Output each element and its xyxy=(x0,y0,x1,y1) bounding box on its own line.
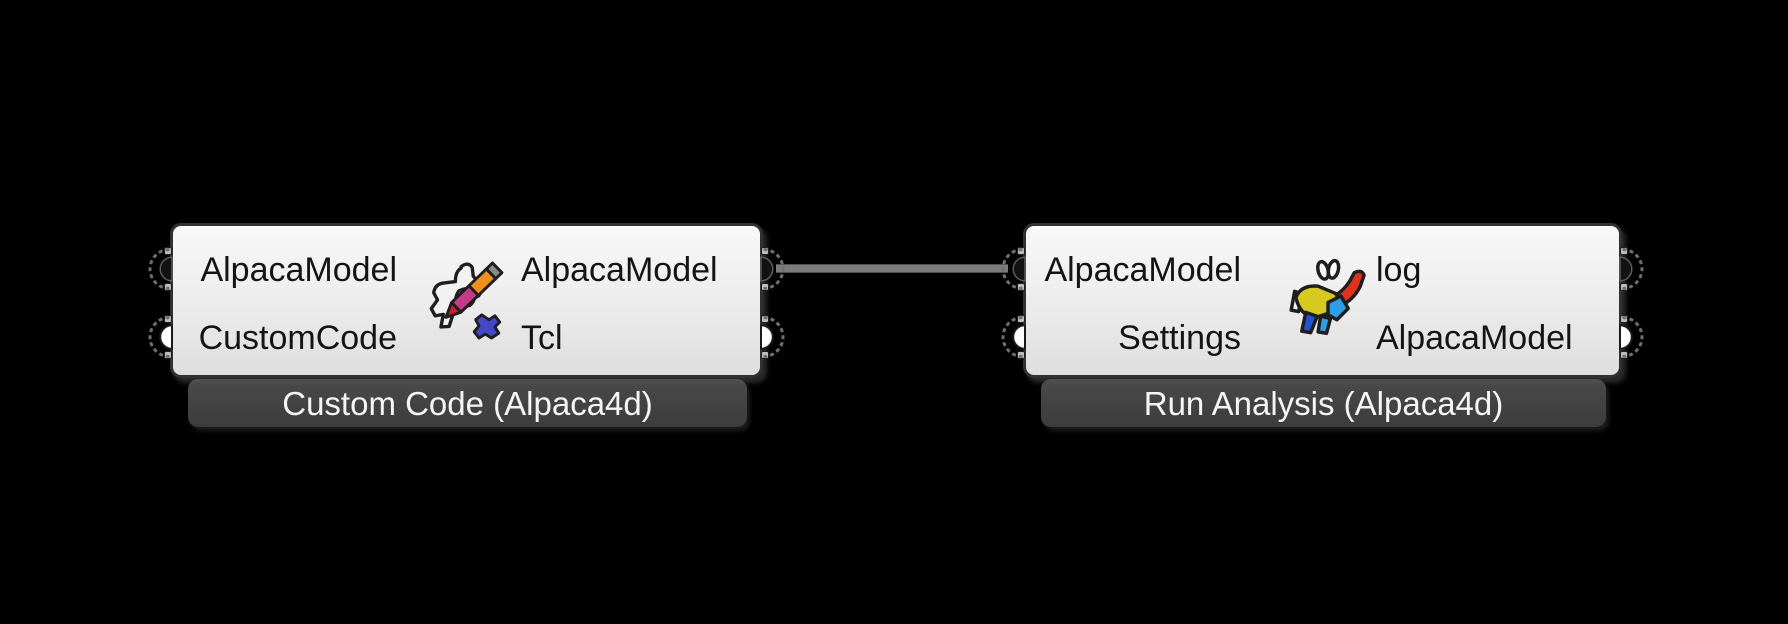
component-custom-code[interactable]: Custom Code (Alpaca4d) AlpacaModel Custo… xyxy=(148,223,785,427)
input-port-alpacamodel[interactable] xyxy=(999,246,1026,292)
input-param-settings[interactable]: Settings xyxy=(1118,319,1241,357)
component-nickname-banner[interactable]: Run Analysis (Alpaca4d) xyxy=(1041,379,1606,427)
input-param-alpacamodel[interactable]: AlpacaModel xyxy=(1044,251,1241,289)
input-port-alpacamodel[interactable] xyxy=(146,246,173,292)
input-param-customcode[interactable]: CustomCode xyxy=(198,319,397,357)
input-port-customcode[interactable] xyxy=(146,314,173,360)
component-body[interactable]: AlpacaModel Settings log xyxy=(1023,223,1622,378)
component-nickname-banner[interactable]: Custom Code (Alpaca4d) xyxy=(188,379,747,427)
output-param-alpacamodel[interactable]: AlpacaModel xyxy=(521,251,718,289)
component-run-analysis[interactable]: Run Analysis (Alpaca4d) AlpacaModel Sett… xyxy=(1001,223,1644,427)
output-port-log[interactable] xyxy=(1619,246,1646,292)
run-analysis-icon xyxy=(1285,258,1371,347)
output-port-tcl[interactable] xyxy=(760,314,787,360)
output-param-alpacamodel[interactable]: AlpacaModel xyxy=(1376,319,1573,357)
output-port-alpacamodel[interactable] xyxy=(1619,314,1646,360)
component-body[interactable]: AlpacaModel CustomCode xyxy=(170,223,763,378)
output-port-alpacamodel[interactable] xyxy=(760,246,787,292)
input-param-alpacamodel[interactable]: AlpacaModel xyxy=(200,251,397,289)
input-port-settings[interactable] xyxy=(999,314,1026,360)
custom-code-icon xyxy=(425,259,507,354)
output-param-tcl[interactable]: Tcl xyxy=(521,319,563,357)
wire-alpacamodel-connection[interactable] xyxy=(776,265,1008,272)
output-param-log[interactable]: log xyxy=(1376,251,1422,289)
